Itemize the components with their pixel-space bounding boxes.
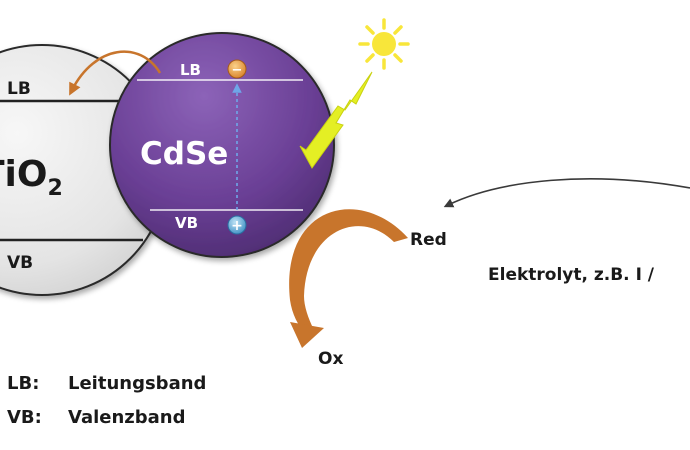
sun-icon xyxy=(358,18,410,70)
cdse-lb-label: LB xyxy=(180,61,201,79)
regeneration-arrowhead xyxy=(290,322,324,348)
legend-vb-abbr: VB: xyxy=(7,407,42,428)
cdse-label: CdSe xyxy=(140,136,228,172)
electron-icon: − xyxy=(227,59,247,79)
legend: LB: Leitungsband VB: Valenzband xyxy=(7,373,206,428)
lightning-icon xyxy=(299,71,373,169)
cdse-vb-label: VB xyxy=(175,214,198,232)
cdse-particle: LB VB CdSe − + xyxy=(109,32,335,258)
tio2-vb-label: VB xyxy=(7,253,33,273)
tio2-label: TiO2 xyxy=(0,154,63,201)
red-label: Red xyxy=(410,230,447,250)
legend-lb-text: Leitungsband xyxy=(68,373,206,394)
tio2-lb-label: LB xyxy=(7,79,31,99)
svg-text:−: − xyxy=(232,63,243,78)
regeneration-arrow xyxy=(289,209,408,334)
hole-icon: + xyxy=(227,215,247,235)
ox-label: Ox xyxy=(318,349,343,369)
legend-vb-text: Valenzband xyxy=(68,407,186,428)
injection-arrow xyxy=(69,50,162,96)
svg-text:+: + xyxy=(231,218,243,234)
legend-lb-abbr: LB: xyxy=(7,373,39,394)
electrolyte-arrow xyxy=(443,178,690,208)
electrolyte-label: Elektrolyt, z.B. I / xyxy=(488,265,655,285)
